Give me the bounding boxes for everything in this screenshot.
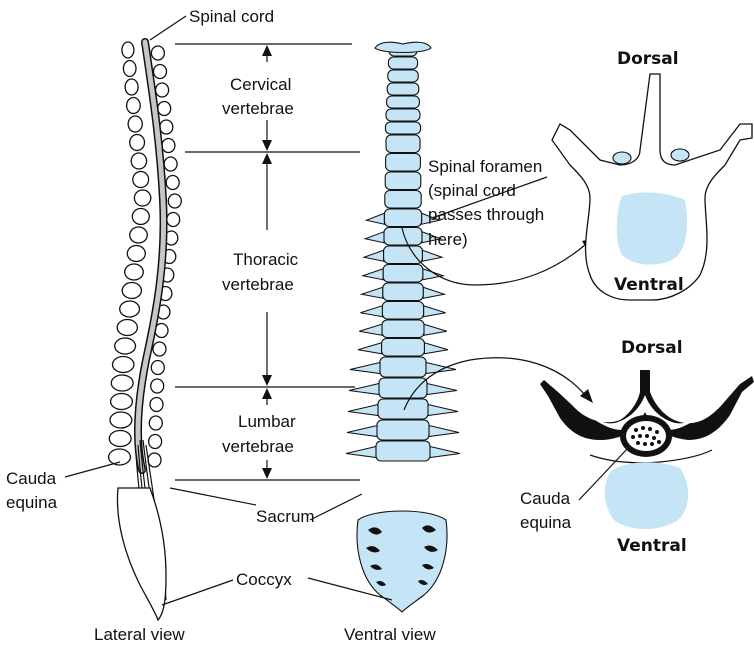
lateral-spinous-process <box>167 213 180 227</box>
lateral-spinous-process <box>158 102 171 116</box>
lateral-spinous-process <box>151 361 164 375</box>
ventral-vertebra <box>380 357 426 377</box>
lateral-spinous-process <box>153 342 166 356</box>
thoracic-vertebra-section <box>552 74 752 300</box>
ventral-vertebra <box>388 57 417 69</box>
ventral-vertebra <box>383 283 423 301</box>
lateral-vertebra-body <box>110 412 132 428</box>
label-dorsal-top: Dorsal <box>617 49 679 69</box>
lateral-vertebra-body <box>115 338 136 354</box>
ventral-vertebra <box>386 109 420 121</box>
ventral-vertebra <box>379 378 427 398</box>
ventral-vertebra <box>377 420 429 440</box>
lateral-spinous-process <box>164 157 177 171</box>
lateral-vertebra-body <box>122 283 141 299</box>
ventral-vertebra <box>382 302 423 320</box>
lateral-vertebra-body <box>134 190 150 206</box>
lateral-vertebra-body <box>111 394 133 410</box>
label-cervical-2: vertebrae <box>222 99 294 118</box>
label-foramen-2: (spinal cord <box>428 181 516 200</box>
label-lateral-view: Lateral view <box>94 625 185 644</box>
lateral-spinous-process <box>151 379 164 393</box>
label-cauda-2: equina <box>6 493 58 512</box>
lateral-spinous-process <box>148 453 161 467</box>
lateral-spinous-process <box>154 65 167 79</box>
label-sacrum: Sacrum <box>256 507 315 526</box>
ventral-vertebra <box>387 96 420 108</box>
ventral-sacrum <box>357 511 447 612</box>
ventral-vertebra <box>383 265 423 283</box>
lateral-vertebra-body <box>125 79 138 95</box>
label-ventral-view: Ventral view <box>344 625 436 644</box>
ventral-vertebra <box>386 154 421 172</box>
label-foramen-1: Spinal foramen <box>428 157 542 176</box>
lateral-vertebra-body <box>131 153 146 169</box>
lateral-vertebra-body <box>130 135 145 151</box>
thoracic-foramen-left <box>613 152 631 164</box>
lateral-sacrum <box>117 488 166 620</box>
thoracic-body <box>617 193 687 265</box>
ventral-vertebra <box>384 246 423 264</box>
ventral-vertebra <box>376 441 430 461</box>
lumbar-body <box>605 462 688 529</box>
ventral-vertebra <box>385 191 421 209</box>
label-ventral-bottom: Ventral <box>617 536 687 556</box>
ventral-vertebra <box>378 399 428 419</box>
ventral-vertebra <box>386 135 420 153</box>
ventral-vertebra <box>384 209 421 227</box>
lateral-spinous-process <box>149 416 162 430</box>
ventral-vertebra <box>382 339 425 357</box>
label-dorsal-bottom: Dorsal <box>621 338 683 358</box>
lateral-vertebra-body <box>132 209 149 225</box>
lateral-vertebra-body <box>109 431 131 447</box>
label-lumbar-2: vertebrae <box>222 437 294 456</box>
lumbar-vertebra-section <box>540 370 754 529</box>
lateral-vertebra-body <box>125 264 144 280</box>
label-ventral-top: Ventral <box>614 275 684 295</box>
ventral-vertebra <box>382 320 424 338</box>
label-cauda-right-2: equina <box>520 513 572 532</box>
ventral-vertebra <box>385 122 420 134</box>
lateral-spinous-process <box>166 176 179 190</box>
ventral-vertebra <box>388 70 418 82</box>
lateral-vertebra-body <box>117 320 137 336</box>
ventral-atlas <box>375 42 431 52</box>
label-cauda-1: Cauda <box>6 469 57 488</box>
lateral-spinous-process <box>151 46 164 60</box>
lateral-spine <box>109 42 182 467</box>
lateral-vertebra-body <box>111 375 133 391</box>
label-thoracic-1: Thoracic <box>233 250 299 269</box>
lateral-spinous-process <box>156 83 169 97</box>
label-cervical-1: Cervical <box>230 75 291 94</box>
lateral-vertebra-body <box>120 301 140 317</box>
lateral-vertebra-body <box>128 116 142 132</box>
lateral-vertebra-body <box>113 357 134 373</box>
label-cauda-right-1: Cauda <box>520 489 571 508</box>
lateral-vertebra-body <box>127 98 141 114</box>
lateral-vertebra-body <box>130 227 148 243</box>
label-lumbar-1: Lumbar <box>238 412 296 431</box>
ventral-spine <box>346 42 460 461</box>
label-foramen-4: here) <box>428 230 468 249</box>
ventral-vertebra <box>387 83 419 95</box>
lateral-vertebra-body <box>122 42 134 58</box>
label-spinal-cord: Spinal cord <box>189 7 274 26</box>
lateral-vertebra-body <box>127 246 145 262</box>
label-foramen-3: passes through <box>428 205 544 224</box>
thoracic-foramen-right <box>671 149 689 161</box>
ventral-vertebra <box>385 172 421 190</box>
lateral-spinous-process <box>160 120 173 134</box>
lateral-vertebra-body <box>133 172 149 188</box>
lateral-spinous-process <box>149 435 162 449</box>
lateral-spinous-process <box>162 139 175 153</box>
label-coccyx: Coccyx <box>236 570 292 589</box>
lateral-spinous-process <box>168 194 181 208</box>
lateral-spinous-process <box>150 398 163 412</box>
label-thoracic-2: vertebrae <box>222 275 294 294</box>
lateral-vertebra-body <box>123 61 136 77</box>
